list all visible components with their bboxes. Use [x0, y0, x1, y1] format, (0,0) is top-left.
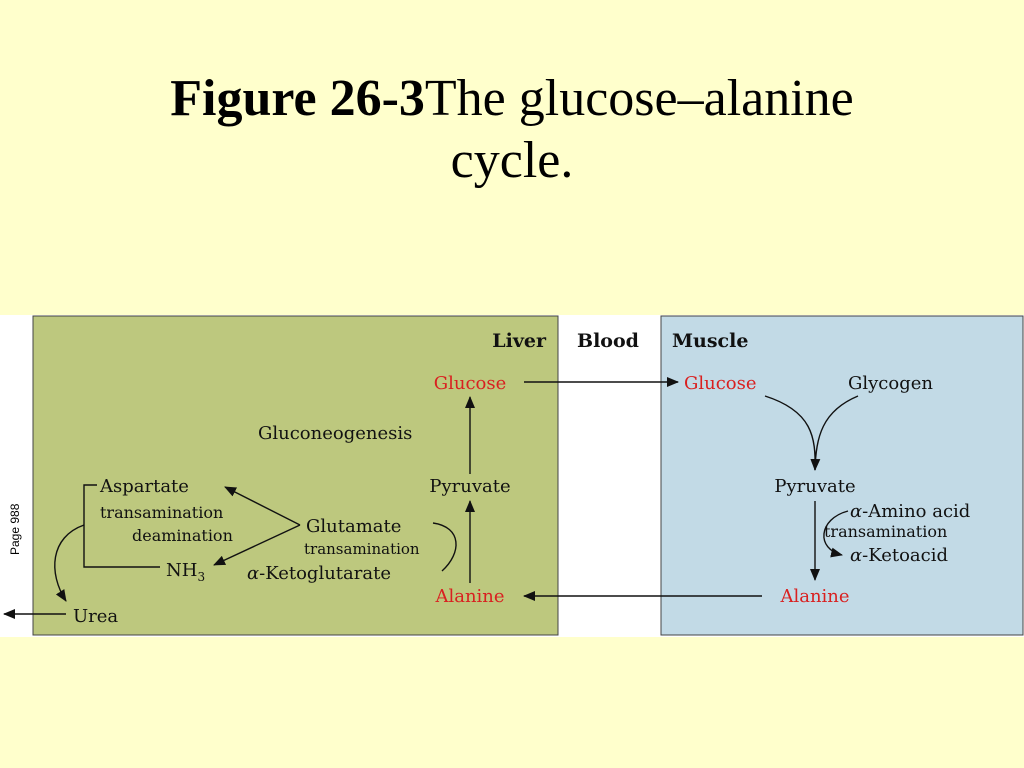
title-figure-number: Figure 26-3	[170, 70, 425, 127]
muscle-panel	[660, 315, 1024, 636]
liver-glutamate: Glutamate	[306, 516, 401, 537]
muscle-glucose: Glucose	[684, 373, 757, 394]
title-text-line2: cycle.	[450, 132, 574, 189]
liver-aspartate: Aspartate	[99, 476, 189, 497]
muscle-glycogen: Glycogen	[848, 373, 933, 394]
liver-glucose: Glucose	[434, 373, 507, 394]
liver-gluconeogenesis: Gluconeogenesis	[258, 423, 412, 444]
muscle-header: Muscle	[672, 330, 748, 352]
glucose-alanine-cycle-diagram: Liver Blood Muscle Glucose Gluconeogenes…	[0, 315, 1024, 637]
page-reference: Page 988	[8, 503, 22, 555]
liver-pyruvate: Pyruvate	[429, 476, 510, 497]
muscle-alpha-amino-acid: α-Amino acid	[850, 501, 970, 522]
title-text: The glucose–alanine	[424, 70, 854, 127]
arrow-ketoglutarate-to-glutamate-curve	[432, 522, 457, 572]
muscle-transamination-label: transamination	[824, 522, 947, 541]
arrow-glycogen-to-pyruvate-muscle	[814, 395, 859, 471]
bracket-aspartate-nh3	[83, 484, 160, 568]
arrow-glutamate-to-nh3	[213, 524, 301, 566]
muscle-pyruvate: Pyruvate	[774, 476, 855, 497]
muscle-alpha-ketoacid: α-Ketoacid	[850, 545, 948, 566]
liver-transamination-label: transamination	[100, 503, 223, 522]
liver-nh3: NH3	[166, 560, 205, 584]
liver-transamination-label-2: transamination	[304, 540, 420, 558]
liver-deamination-label: deamination	[132, 526, 233, 545]
liver-header: Liver	[492, 330, 547, 352]
arrow-transamination-curve-muscle	[823, 510, 849, 558]
arrow-glutamate-to-aspartate	[224, 486, 301, 526]
liver-alanine: Alanine	[434, 586, 504, 607]
blood-header: Blood	[577, 330, 639, 352]
liver-alpha-ketoglutarate: α-Ketoglutarate	[247, 563, 391, 584]
liver-urea: Urea	[73, 606, 118, 627]
slide-title: Figure 26-3The glucose–alanine cycle.	[0, 68, 1024, 192]
muscle-alanine: Alanine	[779, 586, 849, 607]
arrow-to-urea-curve	[54, 524, 85, 602]
